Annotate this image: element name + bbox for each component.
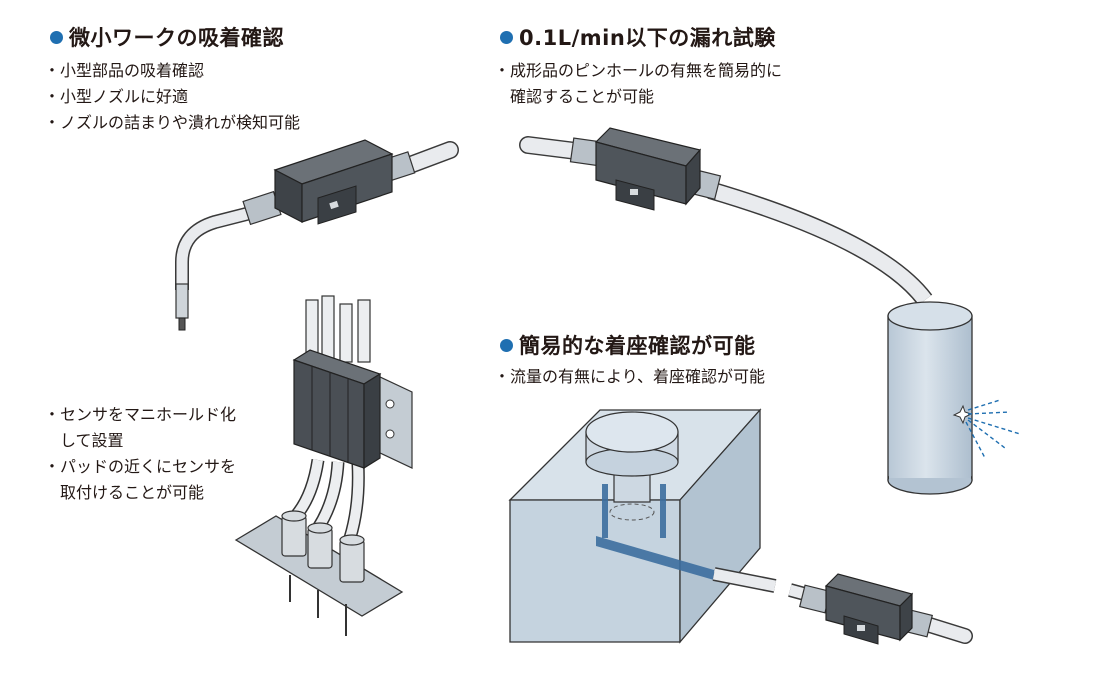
micro-work-illustration bbox=[175, 139, 459, 331]
tube-bundle bbox=[305, 295, 371, 363]
bullet-item-continuation: 確認することが可能 bbox=[510, 87, 655, 106]
bullet-item: ノズルの詰まりや潰れが検知可能 bbox=[44, 110, 300, 136]
bullets-leak-test: 成形品のピンホールの有無を簡易的に 確認することが可能 bbox=[494, 58, 782, 110]
bullet-dot-icon bbox=[500, 30, 513, 44]
leak-test-illustration bbox=[519, 127, 1021, 495]
block-front bbox=[509, 499, 681, 643]
flow-sensor bbox=[273, 139, 394, 225]
heading-text: 0.1L/min以下の漏れ試験 bbox=[519, 26, 776, 50]
bullet-item-continuation: 取付けることが可能 bbox=[60, 483, 205, 502]
nozzle bbox=[175, 283, 189, 319]
bullet-item: 小型ノズルに好適 bbox=[44, 84, 300, 110]
flow-sensor bbox=[594, 127, 702, 211]
tube bbox=[707, 182, 931, 305]
bullets-manifold: センサをマニホールド化 して設置 パッドの近くにセンサを 取付けることが可能 bbox=[44, 402, 236, 506]
flow-sensor bbox=[824, 573, 914, 645]
sensor-manifold bbox=[292, 349, 382, 470]
bullets-micro-work: 小型部品の吸着確認 小型ノズルに好適 ノズルの詰まりや潰れが検知可能 bbox=[44, 58, 300, 136]
bullet-item: 小型部品の吸着確認 bbox=[44, 58, 300, 84]
nozzle-tip bbox=[178, 317, 186, 331]
pinhole-leak-icon bbox=[952, 399, 1021, 459]
molded-part-cylinder bbox=[887, 301, 973, 495]
work-head-top bbox=[585, 411, 679, 453]
bullet-item: パッドの近くにセンサを bbox=[44, 454, 236, 480]
manifold-illustration bbox=[234, 295, 413, 636]
bullet-item: 流量の有無により、着座確認が可能 bbox=[494, 364, 765, 390]
bullet-item: 成形品のピンホールの有無を簡易的に bbox=[494, 58, 782, 84]
air-channel bbox=[596, 484, 714, 580]
bullet-dot-icon bbox=[500, 338, 513, 352]
bullets-seating-check: 流量の有無により、着座確認が可能 bbox=[494, 364, 765, 390]
pad-pins bbox=[289, 575, 347, 636]
block-side bbox=[679, 408, 761, 644]
heading-leak-test: 0.1L/min以下の漏れ試験 bbox=[500, 22, 776, 52]
heading-text: 微小ワークの吸着確認 bbox=[69, 26, 284, 50]
mounting-bracket bbox=[377, 375, 413, 469]
heading-seating-check: 簡易的な着座確認が可能 bbox=[500, 330, 756, 360]
tube bbox=[712, 568, 777, 592]
bullet-item-continuation: して設置 bbox=[60, 431, 124, 450]
bullet-item: センサをマニホールド化 bbox=[44, 402, 236, 428]
seating-check-illustration bbox=[508, 408, 973, 645]
heading-micro-work: 微小ワークの吸着確認 bbox=[50, 22, 284, 52]
heading-text: 簡易的な着座確認が可能 bbox=[519, 334, 756, 358]
bullet-dot-icon bbox=[50, 30, 63, 44]
suction-pads bbox=[281, 510, 365, 583]
tube bbox=[176, 204, 264, 290]
